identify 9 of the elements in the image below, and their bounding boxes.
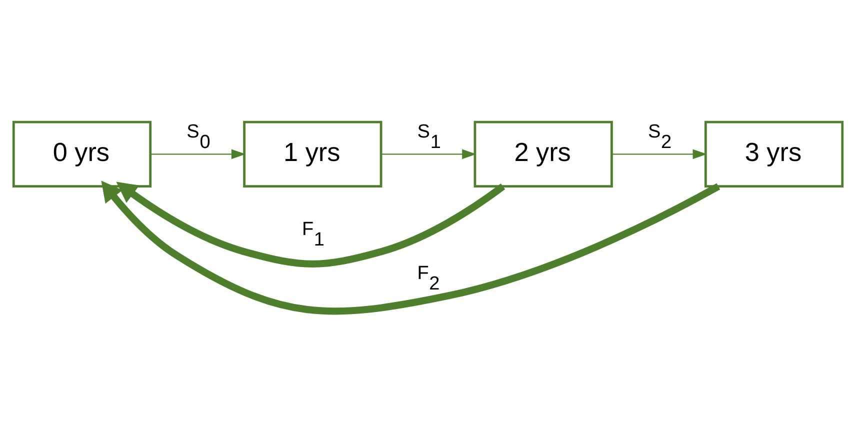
arrow	[101, 180, 720, 315]
arrow	[150, 149, 246, 160]
node-box: 3 yrs	[704, 120, 844, 188]
node-box: 0 yrs	[12, 120, 152, 188]
node-box: 2 yrs	[474, 120, 613, 188]
arrow	[381, 149, 476, 160]
arrow	[116, 182, 506, 268]
arrow	[612, 149, 708, 160]
node-box: 1 yrs	[243, 120, 382, 188]
